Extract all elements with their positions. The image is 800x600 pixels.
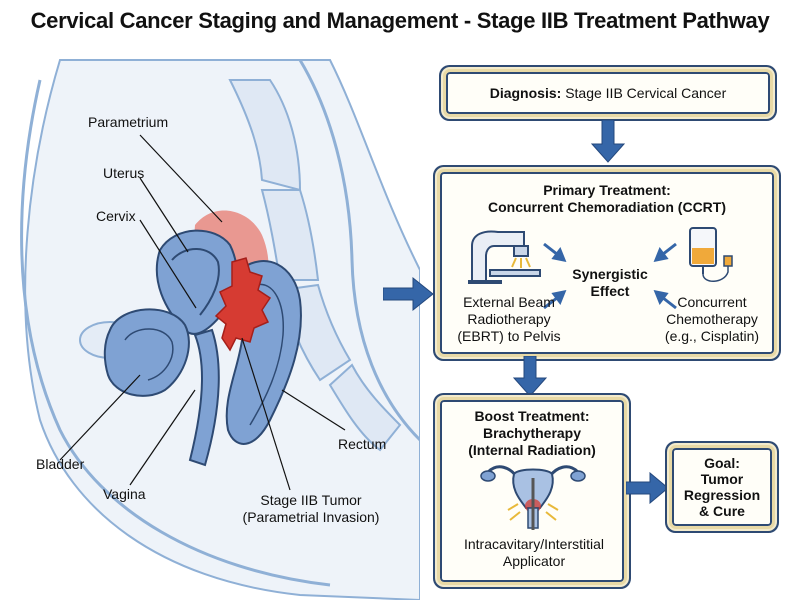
applicator-label: Intracavitary/Interstitial Applicator — [442, 536, 626, 570]
label-tumor-line1: Stage IIB Tumor — [260, 492, 362, 508]
label-parametrium: Parametrium — [88, 114, 169, 130]
boost-treatment-box: Boost Treatment: Brachytherapy (Internal… — [437, 397, 627, 585]
label-bladder: Bladder — [36, 456, 85, 472]
boost-title-line3: (Internal Radiation) — [468, 442, 596, 458]
synergy-arrows — [543, 242, 677, 310]
boost-title-line1: Boost Treatment: — [474, 408, 590, 424]
diagnosis-box: Diagnosis: Stage IIB Cervical Cancer — [443, 69, 773, 117]
applicator-line1: Intracavitary/Interstitial — [463, 536, 605, 552]
ebrt-line3: (EBRT) to Pelvis — [457, 328, 561, 344]
arrow-primary-to-boost — [512, 356, 548, 397]
chemo-line1: Concurrent — [677, 294, 747, 310]
goal-line3: Regression — [683, 487, 761, 503]
synergy-line2: Effect — [590, 283, 630, 299]
radiotherapy-machine-icon — [468, 230, 541, 284]
label-uterus: Uterus — [103, 165, 145, 181]
chemo-line3: (e.g., Cisplatin) — [664, 328, 760, 344]
page-title: Cervical Cancer Staging and Management -… — [30, 8, 770, 33]
arrow-anatomy-to-primary — [383, 276, 434, 312]
goal-box: Goal: Tumor Regression & Cure — [669, 445, 775, 529]
diagnosis-label: Diagnosis: — [489, 85, 562, 101]
chemo-label: Concurrent Chemotherapy (e.g., Cisplatin… — [650, 294, 774, 345]
iv-bag-icon — [689, 227, 733, 282]
goal-line2: Tumor — [700, 471, 744, 487]
arrow-diagnosis-to-primary — [590, 120, 626, 163]
ebrt-label: External Beam Radiotherapy (EBRT) to Pel… — [446, 294, 572, 345]
bladder-shape — [103, 308, 190, 397]
label-rectum: Rectum — [338, 436, 387, 452]
label-tumor: Stage IIB Tumor (Parametrial Invasion) — [226, 492, 396, 526]
boost-title: Boost Treatment: Brachytherapy (Internal… — [442, 408, 622, 459]
applicator-line2: Applicator — [502, 553, 566, 569]
synergy-line1: Synergistic — [572, 266, 648, 282]
chemo-line2: Chemotherapy — [666, 311, 758, 327]
diagnosis-value: Stage IIB Cervical Cancer — [565, 85, 727, 101]
boost-title-line2: Brachytherapy — [482, 425, 582, 441]
primary-title: Primary Treatment: Concurrent Chemoradia… — [442, 182, 772, 216]
tumor-shape — [214, 257, 272, 352]
label-tumor-line2: (Parametrial Invasion) — [242, 509, 380, 525]
ebrt-line1: External Beam — [463, 294, 555, 310]
goal-line1: Goal: — [704, 455, 740, 471]
vagina-shape — [188, 328, 220, 467]
primary-treatment-box: Primary Treatment: Concurrent Chemoradia… — [437, 169, 777, 357]
label-cervix: Cervix — [96, 208, 136, 224]
ebrt-line2: Radiotherapy — [467, 311, 551, 327]
uterus-applicator-icon — [480, 465, 586, 530]
primary-title-line2: Concurrent Chemoradiation (CCRT) — [488, 199, 726, 215]
pelvic-anatomy-illustration — [20, 59, 420, 600]
synergy-label: Synergistic Effect — [560, 266, 660, 300]
arrow-boost-to-goal — [626, 472, 669, 504]
primary-title-line1: Primary Treatment: — [543, 182, 671, 198]
label-vagina: Vagina — [103, 486, 146, 502]
goal-line4: & Cure — [699, 503, 745, 519]
